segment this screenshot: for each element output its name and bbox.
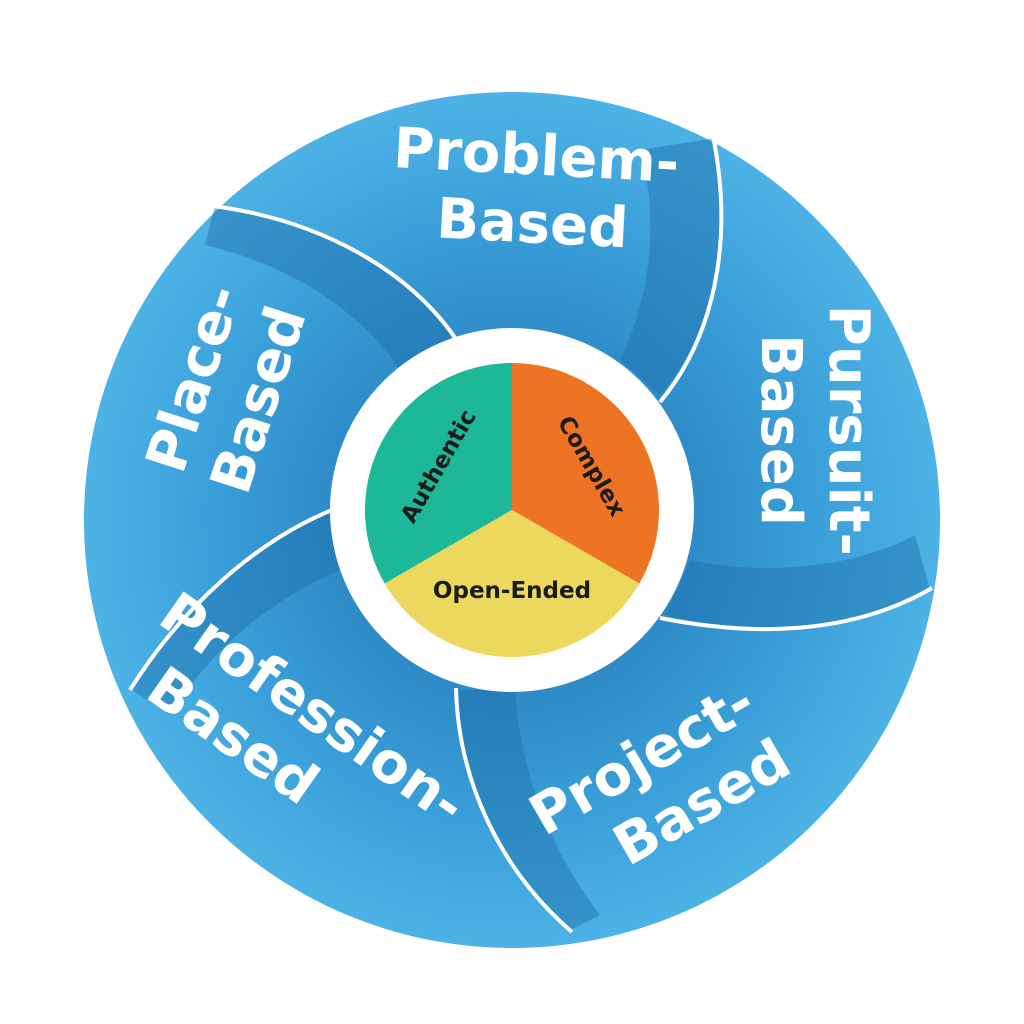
segment-dividers	[128, 135, 934, 934]
pursuit-based-label: Pursuit- Based	[748, 305, 881, 575]
divider-pursuit-project	[659, 586, 934, 632]
segment-shading	[132, 138, 930, 930]
divider-problem-pursuit	[658, 135, 724, 404]
problem-based-label: Problem- Based	[388, 116, 700, 265]
open-ended-label: Open-Ended	[433, 578, 591, 604]
open-ended-slice	[384, 510, 640, 657]
divider-project-profession	[454, 687, 574, 934]
authentic-slice	[365, 363, 512, 584]
divider-place-problem	[212, 204, 460, 344]
complex-slice	[512, 363, 659, 584]
center-pie	[365, 363, 659, 657]
divider-profession-place	[128, 506, 338, 692]
